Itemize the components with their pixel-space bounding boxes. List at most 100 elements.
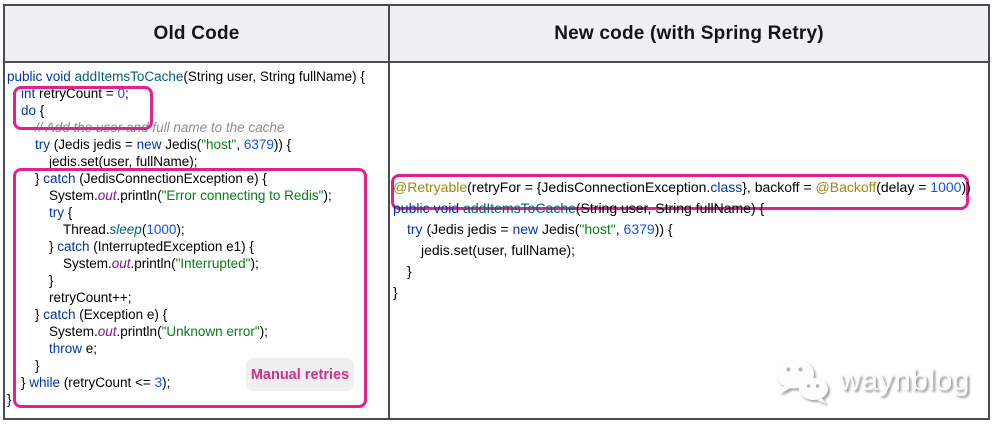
code-token: 1000	[146, 222, 177, 237]
code-token: out	[97, 188, 117, 203]
code-line: }	[393, 261, 971, 282]
code-line: }	[7, 357, 365, 374]
code-line: do {	[7, 102, 365, 119]
code-token: out	[97, 324, 117, 339]
code-token: jedis.set(user, fullName);	[49, 154, 198, 169]
code-token: (Exception e) {	[75, 307, 168, 322]
code-token: {	[36, 103, 45, 118]
code-token: }, backoff =	[742, 179, 816, 195]
code-token: try	[35, 137, 50, 152]
code-line: try (Jedis jedis = new Jedis("host", 637…	[393, 219, 971, 240]
code-line: }	[7, 391, 365, 408]
code-token: e;	[82, 341, 98, 356]
code-token: }	[35, 358, 40, 373]
code-token: int	[21, 86, 36, 101]
code-token: }	[407, 263, 412, 279]
code-token: );	[176, 222, 185, 237]
code-token: public void	[7, 69, 75, 84]
code-token: do	[21, 103, 37, 118]
code-line: System.out.println("Interrupted");	[7, 255, 365, 272]
code-line: } catch (InterruptedException e1) {	[7, 238, 365, 255]
comparison-table: Old Code New code (with Spring Retry) pu…	[3, 4, 990, 420]
code-token: }	[393, 284, 398, 300]
code-token: retryCount++;	[49, 290, 132, 305]
code-token: 3	[154, 375, 163, 390]
code-token: @Retryable	[393, 179, 468, 195]
code-token: out	[111, 256, 131, 271]
old-code-cell: public void addItemsToCache(String user,…	[5, 63, 390, 418]
code-token: 1000	[930, 179, 962, 195]
table-body-row: public void addItemsToCache(String user,…	[5, 63, 988, 418]
code-token: "Unknown error"	[161, 324, 260, 339]
code-token: System.	[63, 256, 112, 271]
code-token: "Error connecting to Redis"	[161, 188, 324, 203]
code-token: (Jedis jedis =	[422, 221, 513, 237]
code-token: ;	[124, 86, 129, 101]
code-token: System.	[49, 188, 98, 203]
code-token: catch	[43, 171, 76, 186]
code-token: public void	[393, 200, 464, 216]
code-token: (JedisConnectionException e) {	[75, 171, 267, 186]
old-code-block: public void addItemsToCache(String user,…	[7, 68, 365, 408]
code-token: while	[29, 375, 61, 390]
code-line: System.out.println("Unknown error");	[7, 323, 365, 340]
code-token: ))	[961, 179, 971, 195]
code-token: retryCount =	[35, 86, 118, 101]
new-code-header: New code (with Spring Retry)	[554, 22, 824, 44]
code-token: 0	[117, 86, 125, 101]
code-token: new	[512, 221, 539, 237]
code-token: (	[141, 222, 147, 237]
code-token: (String user, String fullName) {	[575, 200, 765, 216]
code-token: addItemsToCache	[463, 200, 576, 216]
code-token: {	[64, 205, 73, 220]
wechat-icon	[776, 359, 829, 404]
code-line: public void addItemsToCache(String user,…	[393, 198, 971, 219]
code-token: (InterruptedException e1) {	[89, 239, 254, 254]
code-token: (Jedis jedis =	[50, 137, 137, 152]
code-line: @Retryable(retryFor = {JedisConnectionEx…	[393, 177, 971, 198]
code-token: (delay =	[876, 179, 931, 195]
code-token: addItemsToCache	[74, 69, 184, 84]
code-line: int retryCount = 0;	[7, 85, 365, 102]
code-token: 6379	[623, 221, 655, 237]
table-header-row: Old Code New code (with Spring Retry)	[5, 6, 988, 63]
code-line: } catch (JedisConnectionException e) {	[7, 170, 365, 187]
code-token: }	[21, 375, 30, 390]
code-line: retryCount++;	[7, 289, 365, 306]
code-line: System.out.println("Error connecting to …	[7, 187, 365, 204]
code-token: }	[35, 307, 44, 322]
code-line: } while (retryCount <= 3);	[7, 374, 365, 391]
old-code-header: Old Code	[5, 6, 390, 61]
code-token: }	[49, 239, 58, 254]
code-line: Thread.sleep(1000);	[7, 221, 365, 238]
code-token: (retryFor = {JedisConnectionException.	[467, 179, 711, 195]
code-token: )) {	[654, 221, 673, 237]
code-token: ,	[615, 221, 624, 237]
code-token: );	[162, 375, 171, 390]
code-token: try	[407, 221, 423, 237]
code-token: "host"	[579, 221, 616, 237]
code-line: try (Jedis jedis = new Jedis("host", 637…	[7, 136, 365, 153]
code-token: );	[250, 256, 259, 271]
code-token: (String user, String fullName) {	[183, 69, 365, 84]
code-token: ,	[236, 137, 244, 152]
code-token: "host"	[201, 137, 237, 152]
code-token: catch	[57, 239, 90, 254]
watermark-text: waynblog	[839, 364, 970, 397]
manual-retries-badge: Manual retries	[246, 358, 354, 391]
code-line: // Add the user and full name to the cac…	[7, 119, 365, 136]
code-line: }	[7, 272, 365, 289]
code-token: jedis.set(user, fullName);	[421, 242, 576, 258]
code-token: // Add the user and full name to the cac…	[35, 120, 285, 135]
code-line: public void addItemsToCache(String user,…	[7, 68, 365, 85]
code-token: catch	[43, 307, 76, 322]
code-token: Jedis(	[161, 137, 202, 152]
code-token: "Interrupted"	[175, 256, 251, 271]
code-token: sleep	[109, 222, 142, 237]
new-code-block: @Retryable(retryFor = {JedisConnectionEx…	[393, 177, 971, 303]
code-line: jedis.set(user, fullName);	[7, 153, 365, 170]
code-token: class	[710, 179, 743, 195]
code-token: );	[259, 324, 268, 339]
code-line: } catch (Exception e) {	[7, 306, 365, 323]
code-token: throw	[49, 341, 83, 356]
